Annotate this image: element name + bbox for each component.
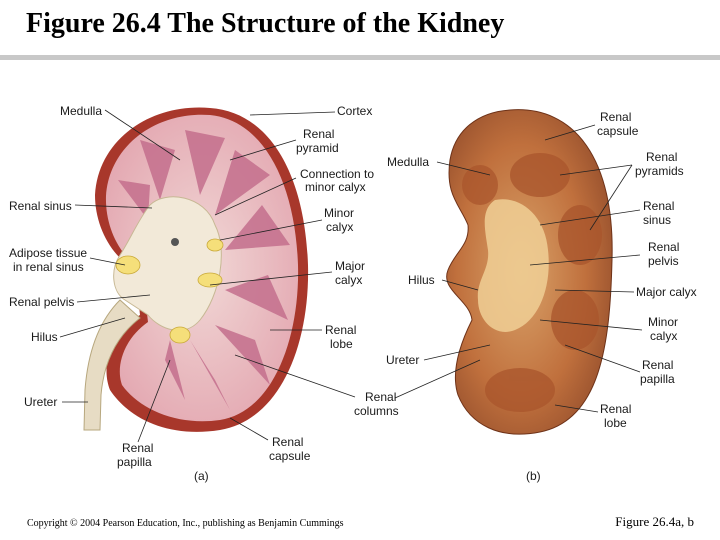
label-renal-papilla-2-b: papilla <box>640 372 675 386</box>
label-renal-sinus-2-b: sinus <box>643 213 671 227</box>
caption-panel-a: (a) <box>194 469 209 483</box>
label-major-calyx-1-a: Major <box>335 259 365 273</box>
panel-a-illustration <box>84 108 308 432</box>
panel-b-photo <box>447 110 613 434</box>
label-renal-pyramids-2-b: pyramids <box>635 164 684 178</box>
label-renal-lobe-1-a: Renal <box>325 323 356 337</box>
label-renal-lobe-2-a: lobe <box>330 337 353 351</box>
label-renal-lobe-2-b: lobe <box>604 416 627 430</box>
label-renal-columns-1-a: Renal <box>365 390 396 404</box>
calyx-opening-dot <box>171 238 179 246</box>
label-renal-papilla-1-b: Renal <box>642 358 673 372</box>
label-renal-capsule-1-b: Renal <box>600 110 631 124</box>
label-renal-pyramid-2-a: pyramid <box>296 141 339 155</box>
label-major-calyx-2-a: calyx <box>335 273 362 287</box>
label-renal-lobe-1-b: Renal <box>600 402 631 416</box>
label-major-calyx-b: Major calyx <box>636 285 697 299</box>
label-renal-pyramids-1-b: Renal <box>646 150 677 164</box>
label-hilus-a: Hilus <box>31 330 58 344</box>
label-renal-pelvis-1-b: Renal <box>648 240 679 254</box>
label-minor-calyx-1-a: Minor <box>324 206 354 220</box>
label-ureter-a: Ureter <box>24 395 57 409</box>
label-hilus-b: Hilus <box>408 273 435 287</box>
label-renal-pelvis-2-b: pelvis <box>648 254 679 268</box>
label-adipose-2-a: in renal sinus <box>13 260 84 274</box>
label-renal-pelvis-a: Renal pelvis <box>9 295 74 309</box>
label-renal-capsule-2-a: capsule <box>269 449 311 463</box>
label-renal-sinus-1-b: Renal <box>643 199 674 213</box>
caption-panel-b: (b) <box>526 469 541 483</box>
label-renal-columns-2-a: columns <box>354 404 399 418</box>
label-renal-capsule-1-a: Renal <box>272 435 303 449</box>
copyright-notice: Copyright © 2004 Pearson Education, Inc.… <box>27 518 343 529</box>
label-connection-1-a: Connection to <box>300 167 374 181</box>
label-medulla-a: Medulla <box>60 104 102 118</box>
label-minor-calyx-2-b: calyx <box>650 329 677 343</box>
label-ureter-b: Ureter <box>386 353 419 367</box>
label-minor-calyx-1-b: Minor <box>648 315 678 329</box>
label-renal-pyramid-1-a: Renal <box>303 127 334 141</box>
label-renal-capsule-2-b: capsule <box>597 124 639 138</box>
label-renal-sinus-a: Renal sinus <box>9 199 72 213</box>
label-connection-2-a: minor calyx <box>305 180 366 194</box>
label-renal-papilla-2-a: papilla <box>117 455 152 469</box>
label-cortex-a: Cortex <box>337 104 372 118</box>
label-medulla-b: Medulla <box>387 155 429 169</box>
label-minor-calyx-2-a: calyx <box>326 220 353 234</box>
label-renal-papilla-1-a: Renal <box>122 441 153 455</box>
figure-reference: Figure 26.4a, b <box>615 514 694 530</box>
label-adipose-1-a: Adipose tissue <box>9 246 87 260</box>
